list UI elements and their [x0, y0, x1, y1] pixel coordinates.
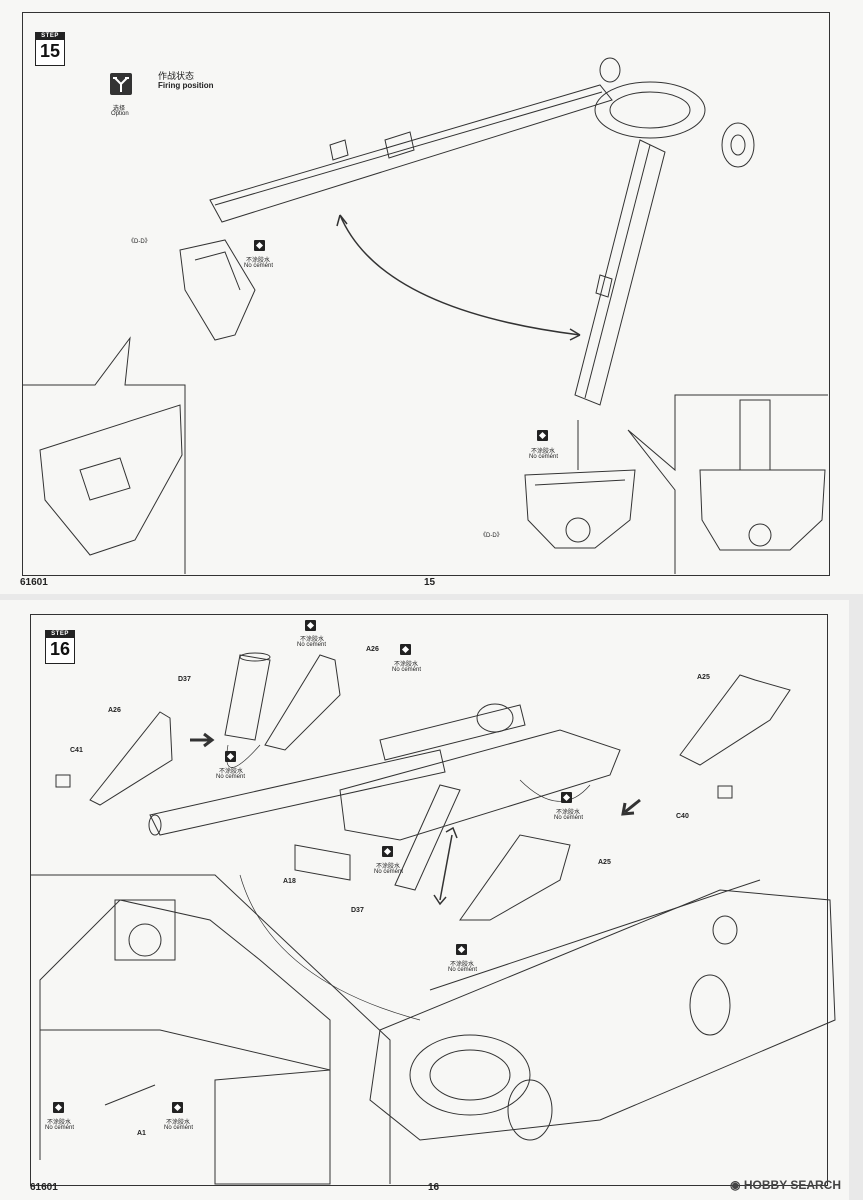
no-cement-icon: [305, 620, 316, 631]
part-label: D37: [178, 676, 191, 683]
part-label: D37: [351, 907, 364, 914]
part-label: A1: [137, 1130, 146, 1137]
dd-label-left: 《D-D》: [128, 239, 151, 245]
no-cement-icon: [537, 430, 548, 441]
step-number: 15: [39, 41, 61, 61]
no-cement-cn: 不涂胶水: [300, 637, 325, 643]
no-cement-en: No cement: [554, 815, 584, 821]
no-cement-en: No cement: [374, 869, 404, 875]
no-cement-icon: [225, 751, 236, 762]
no-cement-cn: 不涂胶水: [219, 769, 244, 775]
dd-label-right: 《D-D》: [480, 533, 503, 539]
part-label: A18: [283, 878, 296, 885]
no-cement-icon: [382, 846, 393, 857]
part-label: A26: [108, 707, 121, 714]
no-cement-en: No cement: [164, 1125, 194, 1131]
no-cement-cn: 不涂胶水: [450, 962, 475, 968]
step-number: 16: [49, 639, 71, 659]
no-cement-icon: [254, 240, 265, 251]
no-cement-cn: 不涂胶水: [394, 662, 419, 668]
no-cement-icon: [400, 644, 411, 655]
page-15: STEP 15 选择 Option 作战状态 Firing position: [0, 0, 863, 594]
page-15-drawing: [22, 57, 828, 574]
step-16-badge: STEP 16: [45, 630, 75, 664]
part-label: A26: [366, 646, 379, 653]
no-cement-en: No cement: [529, 454, 559, 460]
part-label: A25: [598, 859, 611, 866]
page-number: 16: [428, 1182, 440, 1193]
product-code: 61601: [30, 1182, 58, 1193]
no-cement-en: No cement: [244, 263, 274, 269]
part-label: A25: [697, 674, 710, 681]
no-cement-cn: 不涂胶水: [376, 864, 401, 870]
no-cement-cn: 不涂胶水: [47, 1120, 72, 1126]
no-cement-en: No cement: [448, 967, 478, 973]
step-15-badge: STEP 15: [35, 32, 65, 66]
option-title-cn: 作战状态: [158, 71, 195, 81]
product-code: 61601: [20, 577, 48, 588]
step-label: STEP: [46, 631, 74, 638]
part-label: C40: [676, 813, 689, 820]
page-15-frame: [22, 12, 830, 576]
no-cement-cn: 不涂胶水: [166, 1120, 191, 1126]
option-icon-en: Option: [111, 111, 129, 117]
watermark: ◉ HOBBY SEARCH: [730, 1178, 841, 1192]
no-cement-cn: 不涂胶水: [531, 449, 556, 455]
no-cement-cn: 不涂胶水: [246, 258, 271, 264]
no-cement-cn: 不涂胶水: [556, 810, 581, 816]
option-title-en: Firing position: [158, 81, 214, 90]
page-number: 15: [424, 577, 436, 588]
no-cement-en: No cement: [392, 667, 422, 673]
option-icon-cn: 选择: [113, 106, 126, 112]
no-cement-icon: [53, 1102, 64, 1113]
page-16-drawing: [30, 652, 836, 1185]
watermark-text: HOBBY SEARCH: [743, 1178, 841, 1192]
no-cement-en: No cement: [216, 774, 246, 780]
no-cement-icon: [561, 792, 572, 803]
no-cement-en: No cement: [297, 642, 327, 648]
page-16: STEP 16: [0, 600, 849, 1200]
option-fork-icon: [110, 73, 132, 95]
no-cement-en: No cement: [45, 1125, 75, 1131]
no-cement-icon: [172, 1102, 183, 1113]
watermark-logo-icon: ◉: [730, 1178, 741, 1192]
step-label: STEP: [36, 33, 64, 40]
part-label: C41: [70, 747, 83, 754]
no-cement-icon: [456, 944, 467, 955]
